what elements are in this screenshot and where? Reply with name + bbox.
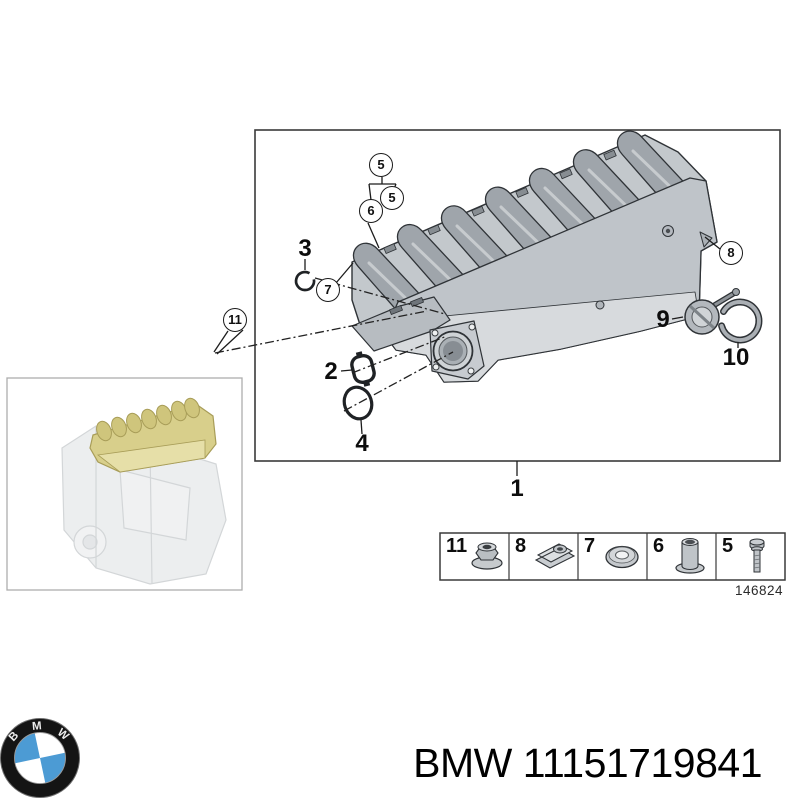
legend-number-5: 5 [722, 535, 734, 557]
logo-letter-m: M [32, 720, 43, 733]
part-number-title: BMW 11151719841 [413, 740, 762, 786]
washer-icon [605, 545, 639, 569]
callout-5a: 5 [369, 153, 393, 177]
highlighted-manifold [89, 397, 217, 473]
callout-3: 3 [298, 235, 312, 262]
callout-4: 4 [355, 430, 369, 457]
leader-lines [213, 177, 739, 476]
flange-nut-icon [471, 542, 503, 570]
legend-number-6: 6 [653, 535, 665, 557]
legend-number-7: 7 [584, 535, 596, 557]
flange-studs [383, 149, 617, 254]
part-3-ring [294, 270, 316, 292]
part-4-oring [342, 385, 374, 421]
part-10-clip [718, 298, 763, 344]
spacer-sleeve-icon [675, 538, 705, 574]
bmw-logo: B M W [0, 718, 80, 798]
callout-1: 1 [510, 475, 524, 502]
legend-number-11: 11 [446, 535, 468, 557]
intake-manifold-illustration [351, 130, 718, 383]
fastener-legend [439, 532, 786, 581]
hex-bolt-icon [749, 538, 765, 573]
speed-clip-icon [534, 543, 576, 569]
callout-7: 7 [316, 278, 340, 302]
legend-number-8: 8 [515, 535, 527, 557]
part-9-actuator [684, 288, 740, 335]
callout-11: 11 [223, 308, 247, 332]
callout-2: 2 [324, 358, 338, 385]
engine-location-inset [6, 377, 243, 591]
part-2-gasket [350, 351, 376, 387]
engine-silhouette [61, 425, 227, 585]
callout-6: 6 [359, 199, 383, 223]
drawing-number: 146824 [734, 583, 783, 598]
callout-5b: 5 [380, 186, 404, 210]
callout-9: 9 [656, 306, 670, 333]
callout-10: 10 [722, 344, 750, 371]
callout-8: 8 [719, 241, 743, 265]
